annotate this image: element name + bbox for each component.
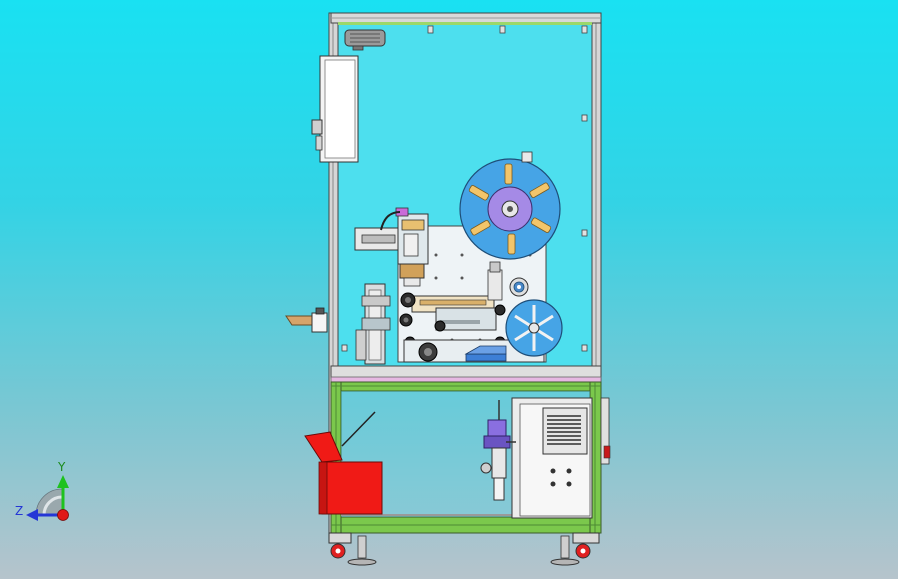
door-panel (311, 55, 359, 163)
bottom-slide (403, 339, 545, 363)
tension-pulley (509, 277, 529, 297)
casters (328, 532, 600, 566)
signal-light (344, 29, 386, 51)
frame-middle-rail (330, 365, 602, 379)
coordinate-triad: Y Z (15, 460, 69, 521)
label-supply-reel (459, 151, 561, 260)
air-regulator (480, 400, 516, 501)
electrical-cabinet (511, 397, 611, 519)
waste-bin (304, 411, 383, 515)
cylinder-assembly (354, 207, 429, 287)
hmi-bracket (285, 307, 328, 333)
vertical-guide (355, 283, 391, 365)
label-rewind-reel (505, 299, 563, 357)
triad-origin (57, 509, 69, 521)
z-axis-label: Z (15, 504, 23, 518)
y-axis-label: Y (57, 460, 66, 474)
machine-assembly (285, 12, 611, 566)
label-peel-plate (399, 261, 506, 348)
